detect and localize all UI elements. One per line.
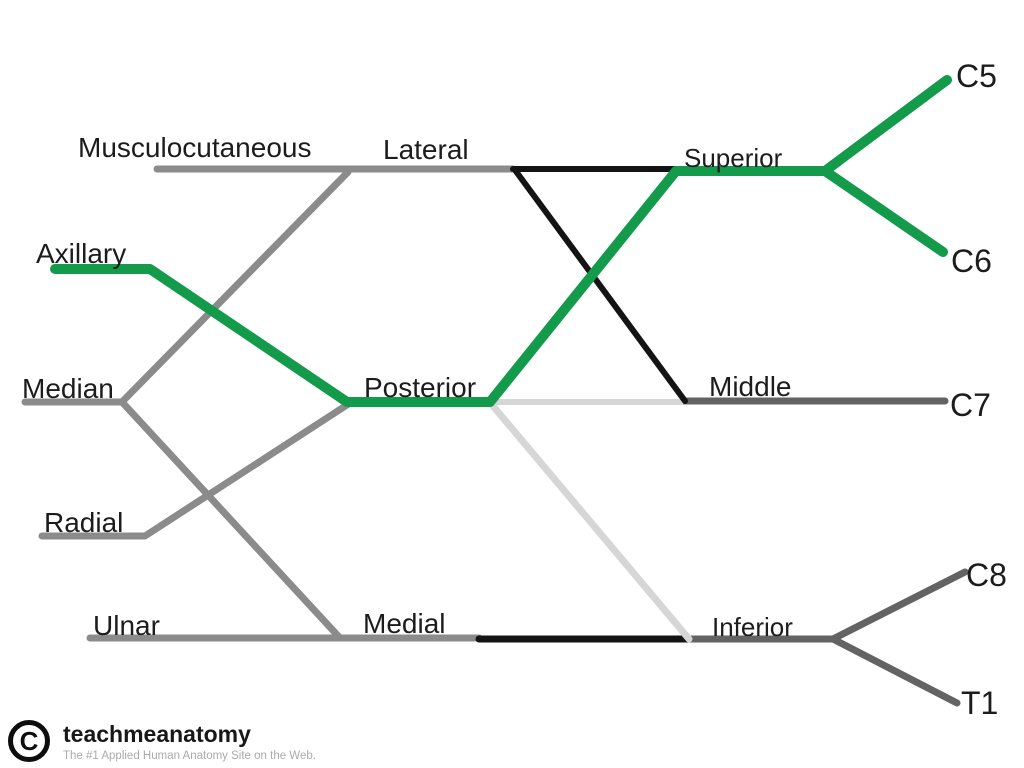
axillary-posterior-superior-green-line — [50, 166, 830, 407]
lateral-label: Lateral — [383, 134, 469, 165]
c5-label: C5 — [956, 58, 997, 94]
c8-root-line — [829, 568, 969, 643]
posterior-label: Posterior — [364, 372, 476, 403]
copyright-icon: C — [8, 720, 50, 762]
superior-label: Superior — [684, 143, 783, 173]
ulnar-label: Ulnar — [93, 610, 160, 641]
axillary-label: Axillary — [36, 238, 126, 269]
site-logo: C teachmeanatomy The #1 Applied Human An… — [8, 720, 316, 762]
c7-label: C7 — [950, 387, 991, 423]
posterior-to-inferior-light-line — [489, 402, 693, 643]
medial-label: Medial — [363, 608, 445, 639]
median-label: Median — [22, 373, 114, 404]
t1-label: T1 — [961, 685, 998, 721]
medial-to-median-root-line — [118, 398, 344, 642]
inferior-label: Inferior — [712, 612, 793, 642]
brand-tagline: The #1 Applied Human Anatomy Site on the… — [63, 750, 316, 763]
c6-label: C6 — [951, 243, 992, 279]
c8-label: C8 — [966, 557, 1007, 593]
t1-root-line — [829, 635, 961, 707]
c5-green-line — [820, 75, 952, 176]
lateral-to-median-root-line — [118, 168, 352, 406]
musculocutaneous-label: Musculocutaneous — [78, 132, 311, 163]
middle-label: Middle — [709, 371, 791, 402]
middle-to-lateral-black-line — [512, 167, 688, 404]
c6-green-line — [820, 166, 948, 257]
radial-nerve-line — [38, 399, 354, 540]
radial-label: Radial — [44, 507, 123, 538]
brand-name: teachmeanatomy — [63, 721, 251, 747]
